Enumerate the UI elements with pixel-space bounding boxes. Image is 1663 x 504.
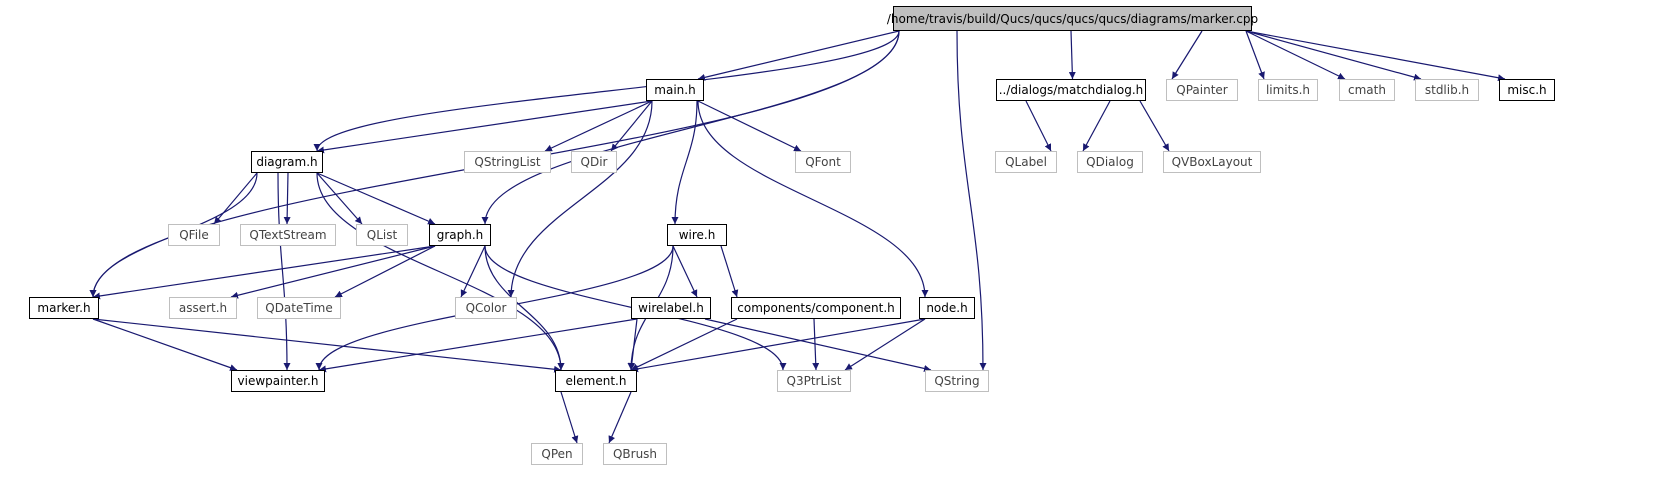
node-cmath: cmath bbox=[1339, 79, 1395, 101]
edge-node-h-to-element-h bbox=[630, 318, 926, 373]
node-qpainter: QPainter bbox=[1166, 79, 1238, 101]
edge-diagram-h-to-qtextstream bbox=[283, 172, 291, 225]
edge-main-h-to-qdir bbox=[610, 100, 653, 152]
edge-wire-h-to-wirelabel-h bbox=[672, 245, 698, 298]
node-qlabel: QLabel bbox=[995, 151, 1057, 173]
node-viewpainter-h[interactable]: viewpainter.h bbox=[231, 370, 325, 392]
edge-main-h-to-wire-h bbox=[671, 100, 698, 225]
node-wire-h[interactable]: wire.h bbox=[667, 224, 727, 246]
edge-diagram-h-to-element-h bbox=[316, 172, 565, 371]
edge-matchdialog-h-to-qvboxlayout bbox=[1139, 100, 1170, 152]
node-qstringlist: QStringList bbox=[464, 151, 551, 173]
node-wirelabel-h[interactable]: wirelabel.h bbox=[631, 297, 711, 319]
edge-graph-h-to-assert-h bbox=[230, 245, 436, 299]
node-qfile: QFile bbox=[168, 224, 220, 246]
edge-main-h-to-qcolor bbox=[507, 100, 653, 298]
node-component-h[interactable]: components/component.h bbox=[731, 297, 901, 319]
node-qtextstream: QTextStream bbox=[240, 224, 336, 246]
edge-diagram-h-to-qfile bbox=[213, 172, 258, 225]
node-qlist: QList bbox=[356, 224, 408, 246]
node-marker-cpp: /home/travis/build/Qucs/qucs/qucs/qucs/d… bbox=[887, 6, 1258, 31]
edge-marker-cpp-to-cmath bbox=[1245, 30, 1346, 80]
edge-diagram-h-to-graph-h bbox=[316, 172, 436, 225]
edge-graph-h-to-qdatetime bbox=[334, 245, 436, 298]
edge-marker-cpp-to-stdlib-h bbox=[1245, 30, 1422, 81]
node-main-h[interactable]: main.h bbox=[646, 79, 704, 101]
edge-wirelabel-h-to-qstring bbox=[704, 318, 932, 372]
node-qdir: QDir bbox=[571, 151, 617, 173]
edge-graph-h-to-marker-h bbox=[92, 245, 436, 300]
node-qfont: QFont bbox=[795, 151, 851, 173]
node-assert-h: assert.h bbox=[169, 297, 237, 319]
node-misc-h[interactable]: misc.h bbox=[1499, 79, 1555, 101]
node-limits-h: limits.h bbox=[1258, 79, 1318, 101]
node-stdlib-h: stdlib.h bbox=[1415, 79, 1479, 101]
edge-component-h-to-q3ptrlist bbox=[812, 318, 820, 371]
node-qbrush: QBrush bbox=[603, 443, 667, 465]
edge-marker-cpp-to-matchdialog-h bbox=[1068, 30, 1076, 80]
edge-component-h-to-element-h bbox=[630, 318, 738, 371]
edge-marker-h-to-element-h bbox=[92, 318, 562, 373]
edge-matchdialog-h-to-qlabel bbox=[1025, 100, 1052, 152]
edge-marker-cpp-to-qpainter bbox=[1171, 30, 1203, 80]
node-graph-h[interactable]: graph.h bbox=[429, 224, 491, 246]
node-node-h[interactable]: node.h bbox=[919, 297, 975, 319]
node-matchdialog-h[interactable]: ../dialogs/matchdialog.h bbox=[996, 79, 1146, 101]
edge-main-h-to-qfont bbox=[697, 100, 802, 152]
edge-marker-cpp-to-qstring bbox=[956, 30, 987, 371]
edge-marker-cpp-to-misc-h bbox=[1245, 30, 1506, 82]
edge-marker-cpp-to-graph-h bbox=[481, 30, 900, 225]
edge-marker-cpp-to-diagram-h bbox=[313, 30, 900, 152]
edge-main-h-to-node-h bbox=[697, 100, 929, 298]
edge-graph-h-to-element-h bbox=[484, 245, 565, 371]
edge-matchdialog-h-to-qdialog bbox=[1082, 100, 1111, 152]
node-qcolor: QColor bbox=[455, 297, 517, 319]
edge-wirelabel-h-to-viewpainter-h bbox=[318, 318, 638, 373]
edge-marker-cpp-to-main-h bbox=[697, 30, 900, 81]
edge-main-h-to-diagram-h bbox=[316, 100, 653, 154]
node-diagram-h[interactable]: diagram.h bbox=[251, 151, 323, 173]
edge-main-h-to-qstringlist bbox=[544, 100, 653, 152]
edge-wirelabel-h-to-element-h bbox=[628, 318, 638, 371]
edge-graph-h-to-qcolor bbox=[460, 245, 486, 298]
edge-diagram-h-to-qlist bbox=[316, 172, 363, 225]
node-qdatetime: QDateTime bbox=[257, 297, 341, 319]
node-qstring: QString bbox=[925, 370, 989, 392]
edge-element-h-to-qpen bbox=[560, 391, 579, 444]
node-qpen: QPen bbox=[531, 443, 583, 465]
edge-marker-cpp-to-limits-h bbox=[1245, 30, 1265, 80]
edge-element-h-to-qbrush bbox=[608, 391, 632, 444]
node-marker-h[interactable]: marker.h bbox=[29, 297, 99, 319]
node-element-h[interactable]: element.h bbox=[555, 370, 637, 392]
edge-node-h-to-q3ptrlist bbox=[844, 318, 926, 371]
edge-wire-h-to-component-h bbox=[720, 245, 739, 298]
edge-marker-h-to-viewpainter-h bbox=[92, 318, 238, 371]
node-q3ptrlist: Q3PtrList bbox=[777, 370, 851, 392]
node-qvboxlayout: QVBoxLayout bbox=[1163, 151, 1261, 173]
node-qdialog: QDialog bbox=[1077, 151, 1143, 173]
